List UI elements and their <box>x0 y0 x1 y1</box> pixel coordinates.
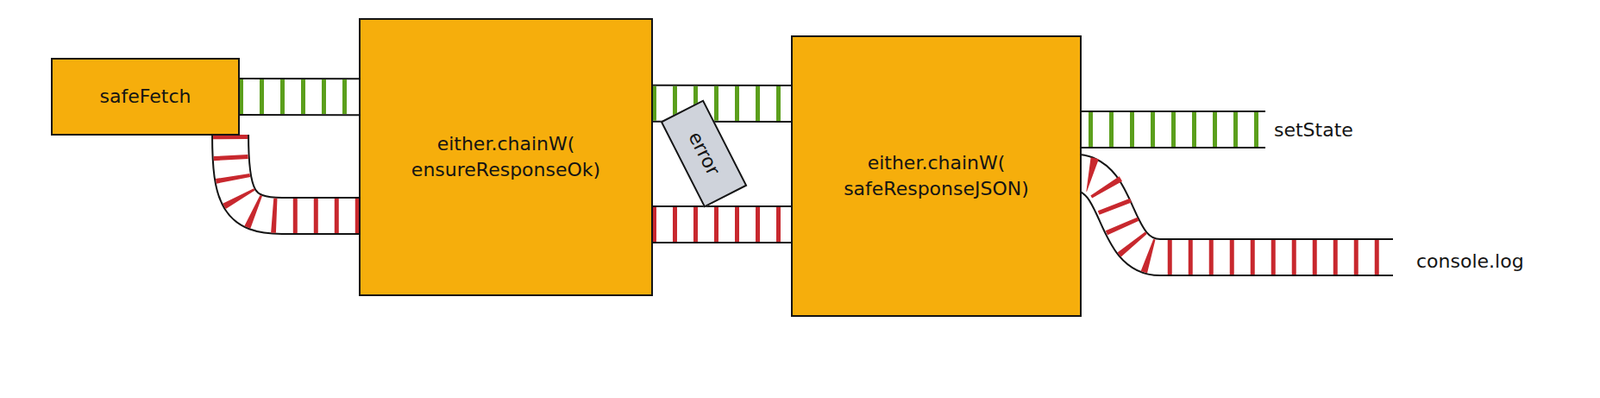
rail-ties <box>230 134 360 216</box>
rail-track <box>238 96 360 98</box>
rail-ties <box>652 207 792 242</box>
output-label: setState <box>1273 119 1354 141</box>
text-stack: error <box>682 127 727 181</box>
process-box: either.chainW( safeResponseJSON) <box>790 35 1082 317</box>
text-stack: either.chainW( ensureResponseOk) <box>398 131 615 182</box>
node-text: error <box>682 127 727 181</box>
rail <box>238 77 360 116</box>
rail-track <box>652 102 792 104</box>
process-box: safeFetch <box>50 57 240 136</box>
failure-track <box>1078 172 1393 258</box>
rail-ties <box>238 79 360 114</box>
node-text: safeFetch <box>100 83 192 110</box>
text-stack: safeFetch <box>100 83 192 110</box>
rail-track <box>230 134 360 216</box>
rail-bed <box>652 207 792 242</box>
text-stack: either.chainW( safeResponseJSON) <box>828 150 1045 201</box>
node-text: either.chainW( ensureResponseOk) <box>398 131 615 182</box>
rail <box>230 134 360 216</box>
rail-bed <box>230 134 360 216</box>
rail-bed <box>238 79 360 114</box>
node-text: either.chainW( safeResponseJSON) <box>828 150 1045 201</box>
success-track <box>1078 129 1266 131</box>
process-box: either.chainW( ensureResponseOk) <box>358 18 653 296</box>
rail-track <box>652 223 792 225</box>
output-label: console.log <box>1416 250 1525 272</box>
rail <box>652 205 792 244</box>
